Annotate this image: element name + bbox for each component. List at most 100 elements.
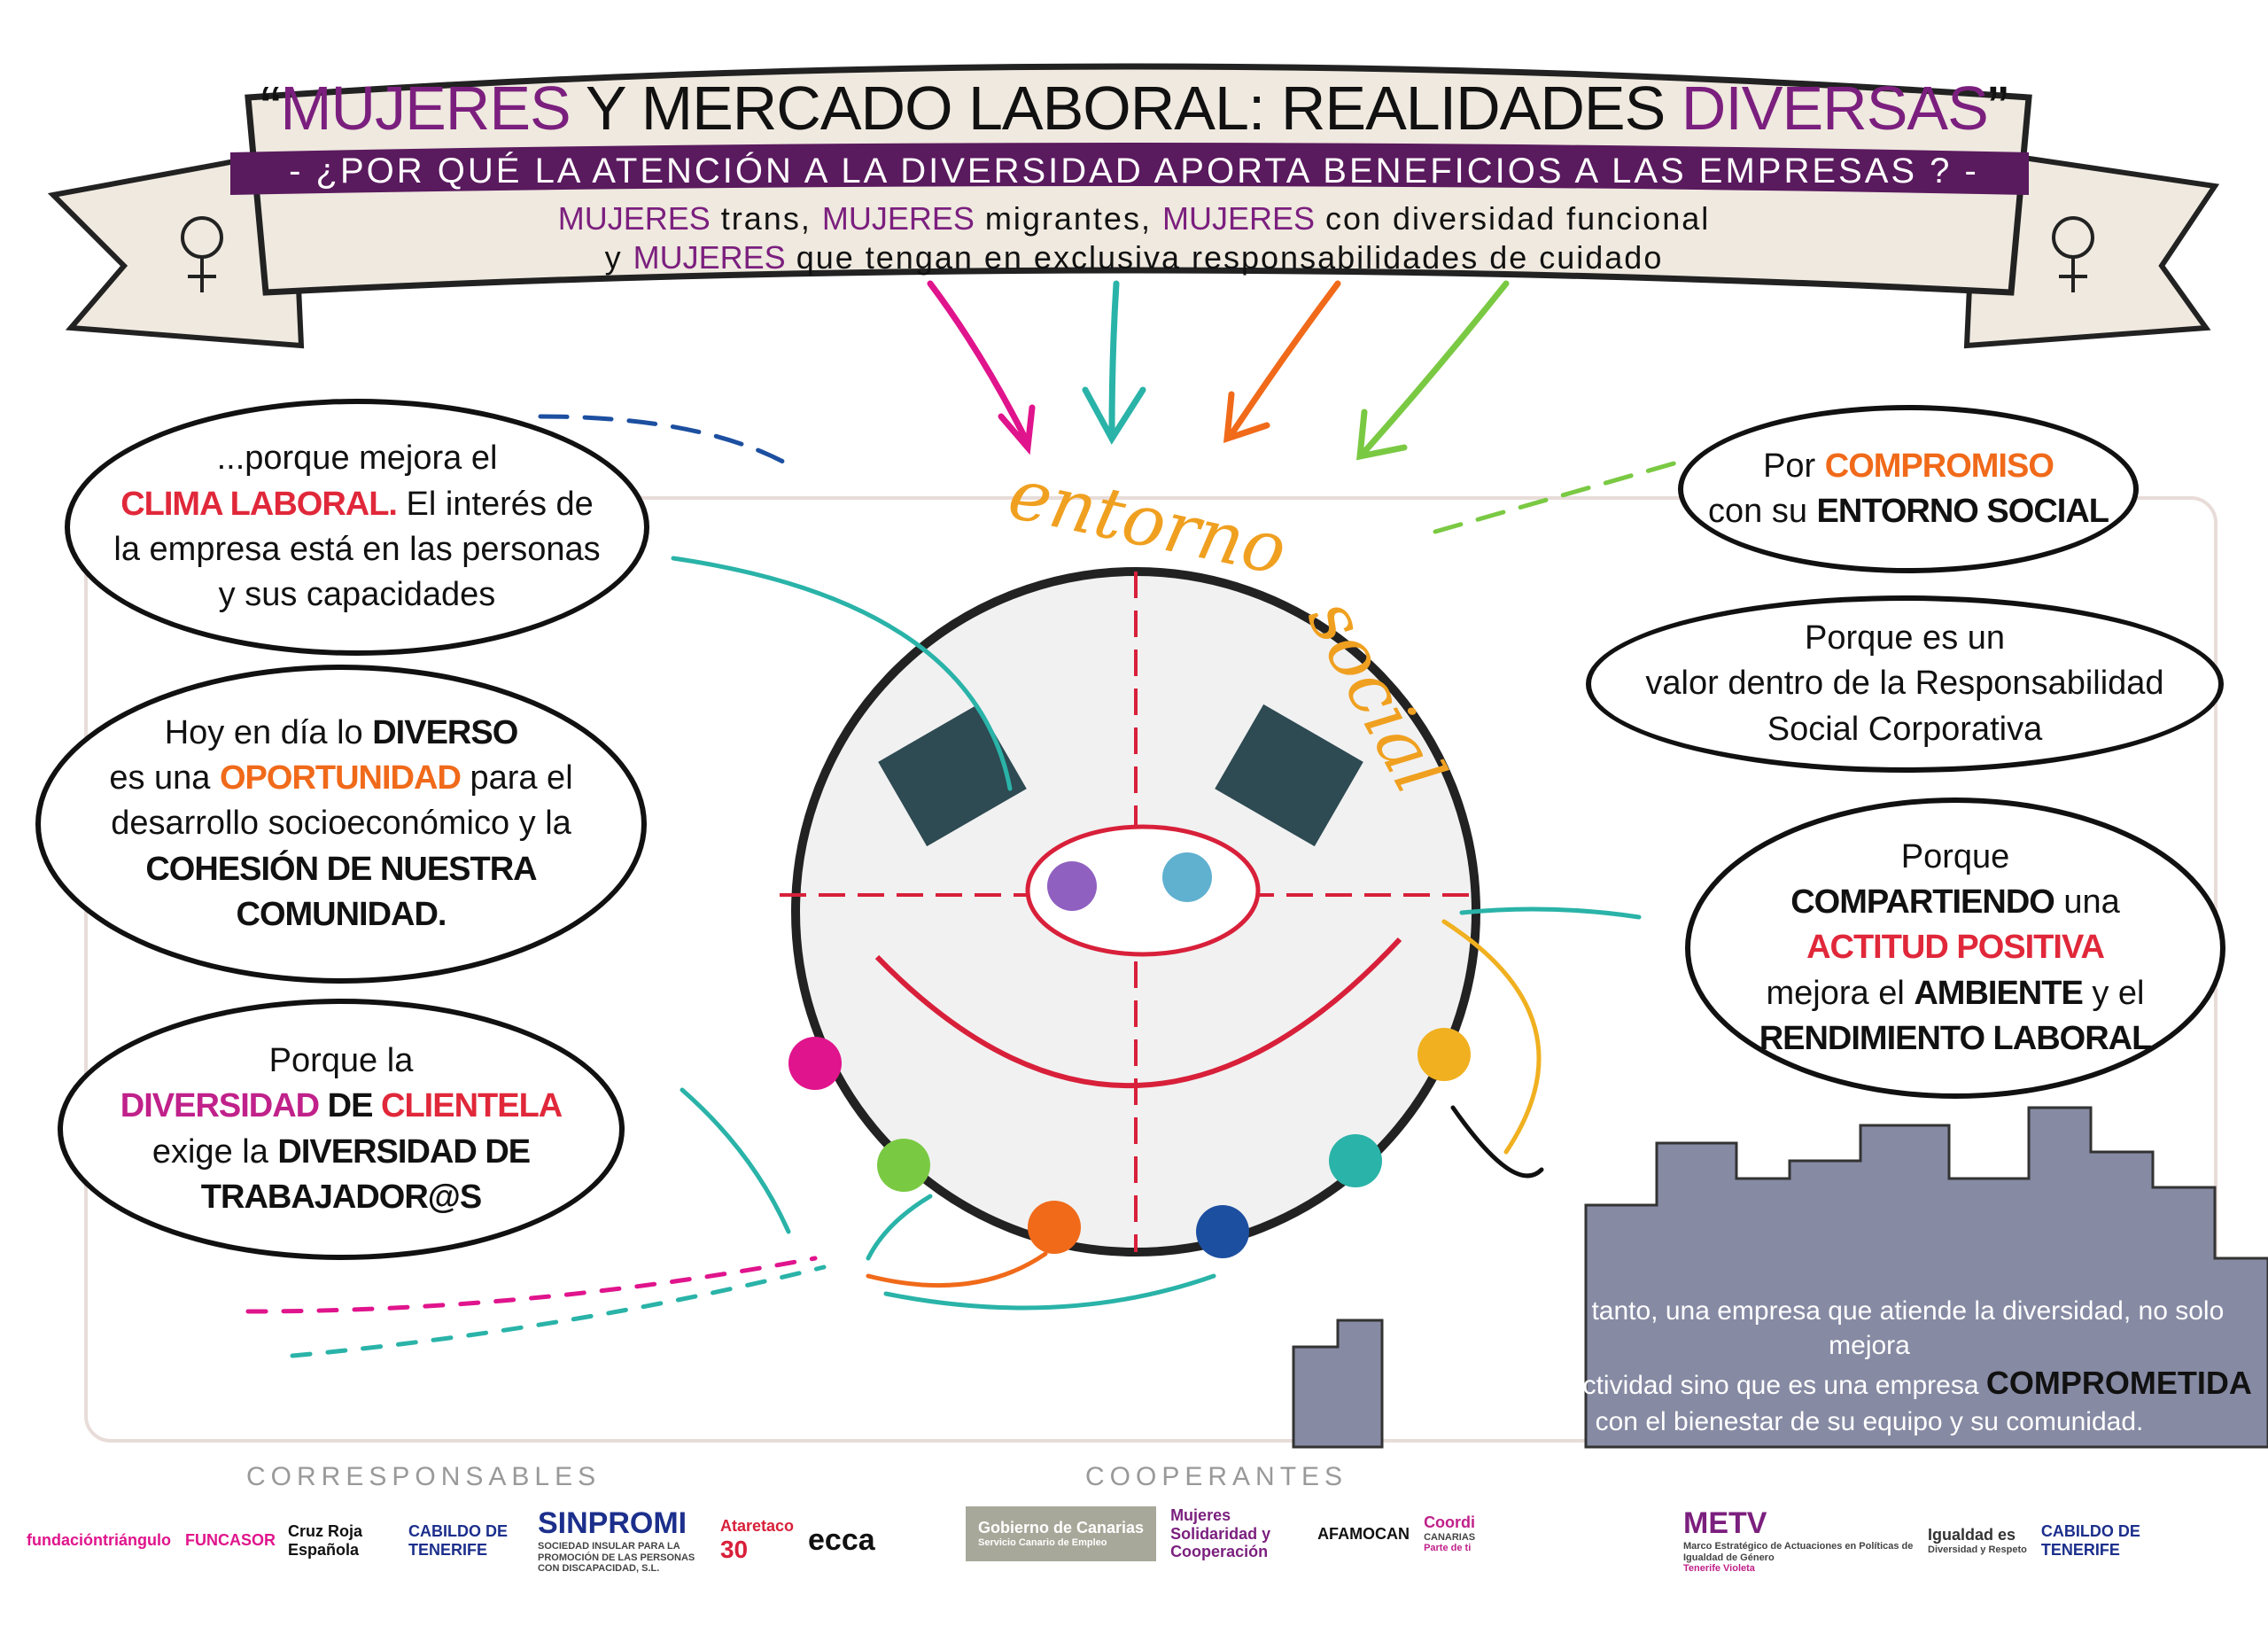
bubble-line: es una OPORTUNIDAD para el	[109, 756, 572, 801]
bubble-text: Porque es un	[1804, 619, 2006, 657]
subtitle-text: con diversidad funcional	[1314, 200, 1711, 237]
logo-name: CABILDO DE TENERIFE	[2040, 1521, 2140, 1559]
bubble-text: DIVERSIDAD	[120, 1087, 320, 1125]
smile	[874, 937, 1402, 1088]
corresponsables-logos: fundacióntriángulo FUNCASOR Cruz Roja Espa…	[27, 1506, 948, 1575]
bubble-line: con su ENTORNO SOCIAL	[1708, 489, 2109, 534]
conclusion-text-part: la productividad sino que es una empresa	[1487, 1371, 1986, 1400]
bubble-line: desarrollo socioeconómico y la	[111, 801, 571, 846]
bubble-text: y el	[2082, 974, 2145, 1012]
bubble-line: la empresa está en las personas	[113, 527, 600, 572]
logo-fundaci-ntri-ngulo: fundacióntriángulo	[27, 1531, 171, 1550]
bubble-text: desarrollo socioeconómico y la	[111, 805, 571, 843]
subtitle-text: y	[604, 239, 633, 276]
logo-name: Mujeres Solidaridad y Cooperación	[1170, 1506, 1271, 1561]
logo-name: Cruz Roja Española	[287, 1521, 362, 1559]
bubble-text: COMPARTIENDO	[1790, 883, 2055, 922]
highlight-word: MUJERES	[1161, 200, 1315, 237]
subtitle-line-2: y MUJERES que tengan en exclusiva respon…	[0, 239, 2268, 276]
subtitle-text: trans,	[710, 200, 822, 237]
bubble-line: valor dentro de la Responsabilidad	[1645, 661, 2163, 706]
bubble-line: DIVERSIDAD DE CLIENTELA	[120, 1084, 563, 1129]
conclusion-emphasis: COMPROMETIDA	[1985, 1365, 2252, 1401]
logo-cabildo-de-tenerife: CABILDO DE TENERIFE	[2041, 1522, 2165, 1559]
bubble-text: COMPROMISO	[1824, 447, 2054, 485]
bubble-text: Porque	[1900, 837, 2010, 875]
bubble-text: Hoy en día lo	[164, 713, 373, 751]
logo-name: ecca	[808, 1522, 875, 1557]
logo-name: CABILDO DE TENERIFE	[408, 1521, 508, 1559]
conclusion-text: Por lo tanto, una empresa que atiende la…	[1471, 1294, 2268, 1439]
bubble-text: mejora el	[1766, 974, 1915, 1012]
speech-bubble-oportunidad: Hoy en día lo DIVERSO es una OPORTUNIDAD …	[35, 665, 647, 984]
bubble-text: DIVERSO	[372, 713, 518, 751]
title-highlight: DIVERSAS	[1681, 74, 1989, 143]
page-title: “MUJERES Y MERCADO LABORAL: REALIDADES D…	[0, 73, 2268, 144]
bubble-line: COMUNIDAD.	[237, 892, 447, 937]
bubble-text: valor dentro de la Responsabilidad	[1645, 665, 2164, 703]
logo-name: SINPROMI	[537, 1506, 687, 1540]
bubble-line: COMPARTIENDO una	[1790, 880, 2120, 925]
bubble-text: TRABAJADOR@S	[200, 1178, 482, 1216]
bubble-line: mejora el AMBIENTE y el	[1767, 971, 2145, 1016]
quote-mark: ”	[1987, 74, 2008, 143]
bubble-line: Social Corporativa	[1767, 707, 2042, 752]
bubble-text: para el	[460, 759, 573, 797]
logo-sub: Marco Estratégico de Actuaciones en Polí…	[1683, 1541, 1914, 1563]
logo-funcasor: FUNCASOR	[184, 1531, 276, 1550]
highlight-word: MUJERES	[633, 239, 786, 276]
bubble-line: TRABAJADOR@S	[200, 1175, 482, 1220]
cooperantes-label: COOPERANTES	[1085, 1462, 1348, 1491]
bubble-text: exige la	[151, 1132, 278, 1171]
bubble-text: COHESIÓN DE NUESTRA	[145, 850, 537, 888]
highlight-word: MUJERES	[557, 200, 711, 237]
speech-bubble-rsc: Porque es un valor dentro de la Responsab…	[1586, 595, 2224, 773]
bubble-line: Porque	[1901, 835, 2010, 880]
logo-name: Gobierno de Canarias	[978, 1519, 1145, 1537]
logo-sub: Servicio Canario de Empleo	[978, 1537, 1107, 1549]
bubble-line: exige la DIVERSIDAD DE	[151, 1130, 531, 1175]
logo-name: fundacióntriángulo	[27, 1531, 171, 1550]
bubble-text: DE	[319, 1087, 382, 1125]
desk-icon	[1215, 704, 1363, 847]
decorative-arrows	[245, 414, 1686, 1358]
title-text: Y MERCADO LABORAL: REALIDADES	[570, 74, 1682, 143]
bubble-text: ...porque mejora el	[216, 440, 498, 478]
logo-sub: SOCIEDAD INSULAR PARA LA PROMOCIÓN DE LA…	[537, 1541, 695, 1575]
logo-name: Ataretaco	[719, 1517, 795, 1536]
bubble-text: DIVERSIDAD DE	[277, 1132, 531, 1171]
logo-mujeres-solidaridad-y-cooperaci-n: Mujeres Solidaridad y Cooperación	[1170, 1506, 1303, 1561]
logo-name: AFAMOCAN	[1317, 1524, 1410, 1543]
bubble-text: con su	[1708, 493, 1817, 530]
logo-tag: Parte de ti	[1424, 1543, 1472, 1554]
logo-sub: Diversidad y Respeto	[1928, 1544, 2027, 1555]
bubble-text: ENTORNO SOCIAL	[1816, 493, 2109, 530]
conclusion-line: Por lo tanto, una empresa que atiende la…	[1514, 1296, 2225, 1360]
logo-name: FUNCASOR	[184, 1531, 276, 1550]
bubble-line: y sus capacidades	[219, 572, 496, 618]
bubble-text: Social Corporativa	[1767, 710, 2043, 748]
bubble-line: Porque la	[269, 1039, 414, 1084]
corresponsables-label: CORRESPONSABLES	[246, 1462, 602, 1491]
bubble-line: ACTITUD POSITIVA	[1806, 925, 2105, 970]
logo-afamocan: AFAMOCAN	[1317, 1525, 1410, 1544]
bubble-text: es una	[109, 759, 220, 797]
bubble-line: ...porque mejora el	[217, 436, 498, 481]
logo-sub: CANARIAS	[1424, 1531, 1476, 1543]
banner-purple-band	[230, 143, 2029, 195]
bubble-text: AMBIENTE	[1914, 974, 2083, 1012]
subtitle: - ¿POR QUÉ LA ATENCIÓN A LA DIVERSIDAD A…	[289, 152, 1979, 191]
conclusion-line: con el bienestar de su equipo y su comun…	[1595, 1406, 2144, 1436]
subtitle-text: que tengan en exclusiva responsabilidade…	[785, 239, 1664, 276]
bubble-text: Por	[1763, 447, 1825, 485]
logo-name: METV	[1683, 1506, 1767, 1540]
